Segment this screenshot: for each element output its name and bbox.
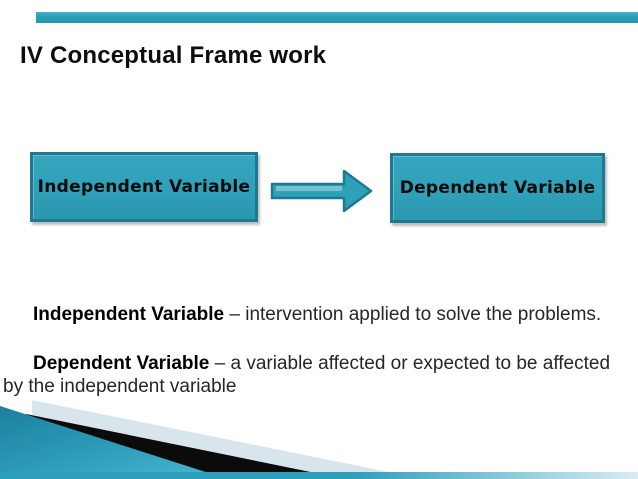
dependent-variable-definition: Dependent Variable – a variable affected…	[3, 352, 636, 398]
independent-variable-term: Independent Variable	[33, 304, 225, 325]
right-arrow-highlight	[276, 186, 342, 191]
right-arrow-shape	[270, 169, 373, 213]
dependent-variable-box: Dependent Variable	[390, 153, 605, 223]
dependent-variable-definition-line2: by the independent variable	[3, 376, 237, 397]
independent-variable-definition: Independent Variable – intervention appl…	[3, 303, 636, 326]
teal-wedge	[0, 406, 240, 479]
bottom-accent-bar	[0, 472, 638, 479]
dependent-variable-definition-line1: – a variable affected or expected to be …	[209, 353, 611, 374]
dependent-variable-box-label: Dependent Variable	[399, 178, 596, 198]
definitions-text-block: Independent Variable – intervention appl…	[0, 303, 636, 398]
independent-variable-definition-rest: – intervention applied to solve the prob…	[224, 304, 602, 325]
independent-variable-box-label: Independent Variable	[37, 177, 251, 197]
right-arrow-icon	[270, 169, 373, 213]
dependent-variable-term: Dependent Variable	[33, 353, 210, 374]
corner-wedge-decoration	[0, 400, 394, 479]
independent-variable-box: Independent Variable	[30, 152, 258, 222]
slide-title: IV Conceptual Frame work	[20, 42, 327, 69]
black-wedge	[26, 414, 345, 479]
top-accent-bar	[36, 12, 638, 23]
